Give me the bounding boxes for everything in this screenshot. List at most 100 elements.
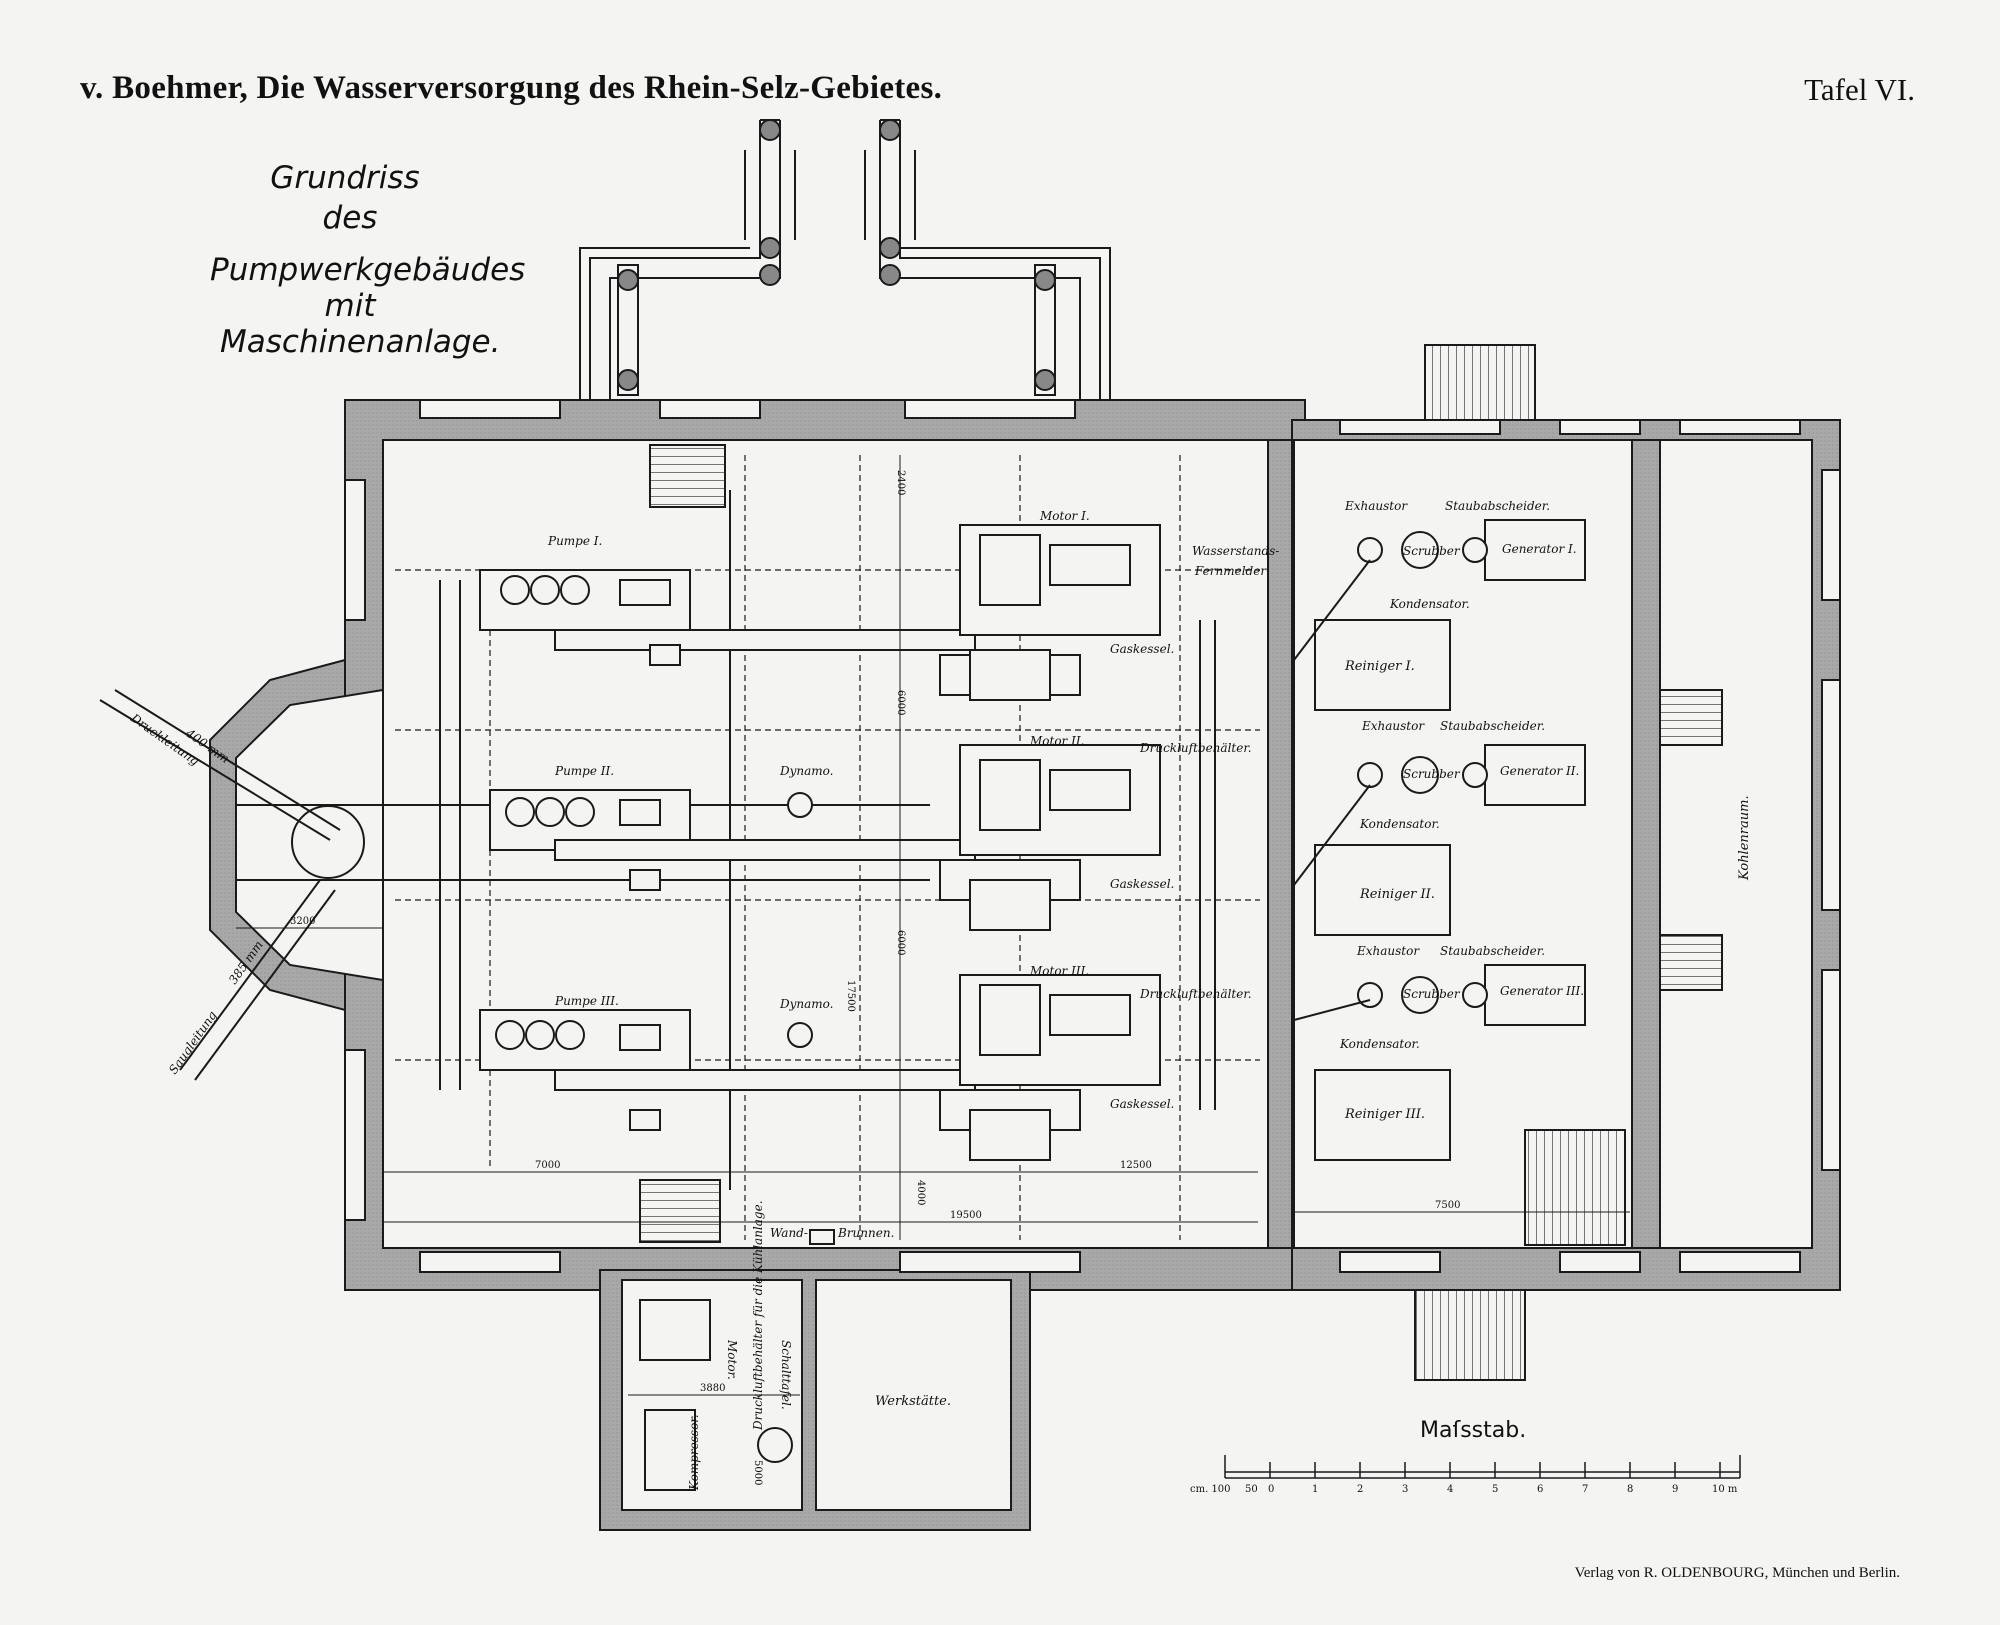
reiniger-1: [1314, 619, 1451, 711]
dim-17500: 17500: [845, 980, 856, 1012]
dim-6000a: 6000: [895, 690, 906, 715]
machine-row-1: [479, 524, 1161, 701]
scale-major-7: 7: [1582, 1484, 1588, 1495]
heading-line-3: Pumpwerkgebäudes: [210, 252, 526, 288]
scale-minor-0: 0: [1268, 1484, 1274, 1495]
pump-1-cylinder: [500, 575, 530, 605]
east-stair-1: [1659, 689, 1723, 746]
label-pumpe-1: Pumpe I.: [547, 534, 602, 548]
scale-major-6: 6: [1537, 1484, 1543, 1495]
dim-5000: 5000: [752, 1460, 763, 1485]
label-kondensator-1: Kondensator.: [1389, 597, 1470, 611]
scale-major-5: 5: [1492, 1484, 1498, 1495]
stairs: [639, 344, 1723, 1381]
label-gaskessel-1: Gaskessel.: [1110, 642, 1174, 656]
label-staubabscheider-3: Staubabscheider.: [1440, 944, 1545, 958]
label-scrubber-2: Scrubber: [1403, 767, 1461, 781]
label-generator-2: Generator II.: [1500, 764, 1579, 778]
machine-row-2: [489, 744, 1161, 931]
dynamo-3: [787, 1022, 813, 1048]
staubabscheider-1: [1462, 537, 1488, 563]
label-air-tank: Druckluftbehälter für die Kühlanlage.: [751, 1200, 765, 1431]
label-druckluft-2: Druckluftbehälter.: [1139, 741, 1252, 755]
label-exhaustor-2: Exhaustor: [1361, 719, 1425, 733]
label-exhaustor-3: Exhaustor: [1356, 944, 1420, 958]
gas-plant: [1293, 519, 1586, 1161]
dim-19500: 19500: [950, 1210, 982, 1221]
reiniger-2: [1314, 844, 1451, 936]
scale-major-4: 4: [1447, 1484, 1453, 1495]
label-generator-1: Generator I.: [1502, 542, 1577, 556]
label-motor-3: Motor III.: [1029, 964, 1089, 978]
label-pumpe-3: Pumpe III.: [554, 994, 619, 1008]
dim-7500: 7500: [1435, 1200, 1460, 1211]
north-stair-main: [649, 444, 726, 508]
generator-1: [1484, 519, 1586, 581]
exhaustor-2: [1357, 762, 1383, 788]
dim-3880: 3880: [700, 1383, 725, 1394]
label-kohlenraum: Kohlenraum.: [1737, 795, 1752, 881]
label-scrubber-3: Scrubber: [1403, 987, 1461, 1001]
label-dynamo-3: Dynamo.: [779, 997, 834, 1011]
label-wasserstand: Wasserstands-: [1192, 544, 1279, 558]
scale-major-9: 9: [1672, 1484, 1678, 1495]
plate-number: Tafel VI.: [1804, 72, 1915, 107]
label-motor-1: Motor I.: [1039, 509, 1090, 523]
label-gaskessel-2: Gaskessel.: [1110, 877, 1174, 891]
wall-well: [809, 1229, 835, 1245]
label-fernmelder: Fernmelder: [1194, 564, 1267, 578]
workshop-room: [815, 1279, 1012, 1511]
publisher-imprint: Verlag von R. OLDENBOURG, München und Be…: [1574, 1565, 1900, 1581]
scale-major-10: 10 m: [1712, 1484, 1738, 1495]
air-tank: [757, 1427, 793, 1463]
label-staubabscheider-2: Staubabscheider.: [1440, 719, 1545, 733]
heading-line-5: Maschinenanlage.: [220, 324, 501, 360]
north-stair-gen: [1424, 344, 1536, 421]
label-pumpe-2: Pumpe II.: [554, 764, 614, 778]
south-stair-gen: [1414, 1289, 1526, 1381]
label-exhaustor-1: Exhaustor: [1344, 499, 1408, 513]
generator-2: [1484, 744, 1586, 806]
label-kompressor: Kompressor.: [687, 1414, 701, 1491]
label-schalttafel: Schalttafel.: [779, 1340, 793, 1410]
compressor: [644, 1409, 696, 1491]
machine-row-3: [479, 974, 1161, 1161]
scale-major-1: 1: [1312, 1484, 1318, 1495]
interior-stair: [1524, 1129, 1626, 1246]
label-kondensator-3: Kondensator.: [1339, 1037, 1420, 1051]
dim-2400: 2400: [895, 470, 906, 495]
exhaustor-1: [1357, 537, 1383, 563]
reiniger-3: [1314, 1069, 1451, 1161]
annex-equipment: [639, 1229, 835, 1491]
collecting-well: [291, 805, 365, 879]
scale-bar: [1224, 1455, 1741, 1479]
label-brunnen: Brunnen.: [837, 1226, 894, 1240]
label-gaskessel-3: Gaskessel.: [1110, 1097, 1174, 1111]
dim-7000: 7000: [535, 1160, 560, 1171]
small-motor: [639, 1299, 711, 1361]
dim-3200: 3200: [290, 916, 315, 927]
label-scrubber-1: Scrubber: [1403, 544, 1461, 558]
label-motor-2: Motor II.: [1029, 734, 1084, 748]
scrubber-1: [1401, 531, 1439, 569]
scrubber-2: [1401, 756, 1439, 794]
south-stair-main: [639, 1179, 721, 1243]
dimension-labels: 2400 6000 6000 17500 7000 12500 19500 40…: [290, 470, 1460, 1485]
heading-line-4: mit: [324, 288, 376, 324]
east-stair-2: [1659, 934, 1723, 991]
dimension-lines: [236, 455, 1630, 1396]
dim-6000b: 6000: [895, 930, 906, 955]
partition-wall: [1267, 439, 1295, 1249]
scrubber-3: [1401, 976, 1439, 1014]
generator-3: [1484, 964, 1586, 1026]
north-intake-channels: [579, 119, 1111, 400]
scale-title: Maſsstab.: [1420, 1418, 1527, 1443]
scale-major-3: 3: [1402, 1484, 1408, 1495]
label-druckluft-3: Druckluftbehälter.: [1139, 987, 1252, 1001]
label-reiniger-2: Reiniger II.: [1359, 887, 1435, 902]
dim-12500: 12500: [1120, 1160, 1152, 1171]
plate-header-title: v. Boehmer, Die Wasserversorgung des Rhe…: [80, 70, 943, 106]
scale-labels: cm. 100 50 0 1 2 3 4 5 6 7 8 9 10 m: [1190, 1484, 1738, 1495]
